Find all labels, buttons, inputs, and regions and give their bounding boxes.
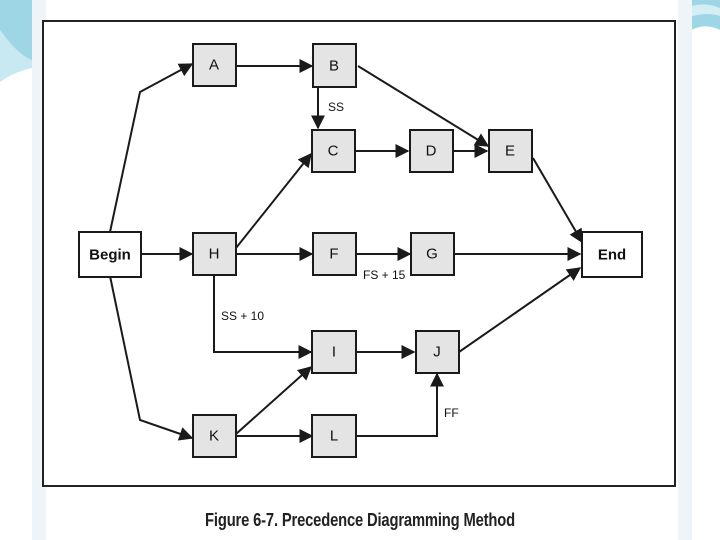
node-label-l: L <box>330 428 338 445</box>
node-f: F <box>312 232 357 276</box>
node-j: J <box>415 330 460 374</box>
node-label-i: I <box>332 344 336 361</box>
node-g: G <box>410 232 455 276</box>
node-label-f: F <box>329 246 338 263</box>
node-label-c: C <box>328 143 339 160</box>
node-l: L <box>311 414 357 458</box>
edge-label-fs-15: FS + 15 <box>363 268 406 282</box>
edge-k-i <box>235 366 313 435</box>
edge-begin-k <box>109 275 194 441</box>
node-e: E <box>488 129 533 173</box>
node-label-d: D <box>426 143 437 160</box>
node-h: H <box>192 232 237 276</box>
edge-b-e <box>357 65 490 147</box>
edge-begin-a <box>109 63 194 233</box>
edge-l-j <box>356 372 444 437</box>
node-a: A <box>192 43 237 87</box>
edge-j-end <box>458 267 582 353</box>
node-label-a: A <box>209 57 219 74</box>
node-b: B <box>312 43 357 88</box>
node-label-b: B <box>329 58 339 75</box>
node-k: K <box>192 414 237 458</box>
figure-caption: Figure 6-7. Precedence Diagramming Metho… <box>205 510 515 530</box>
node-label-g: G <box>426 246 438 263</box>
node-label-h: H <box>209 246 220 263</box>
decorative-swoosh-left <box>0 0 32 82</box>
node-end: End <box>581 231 643 278</box>
node-d: D <box>409 129 454 173</box>
node-begin: Begin <box>78 231 142 278</box>
edge-h-i <box>213 275 313 359</box>
node-c: C <box>311 129 356 173</box>
edge-label-ss: SS <box>328 100 344 114</box>
edge-h-c <box>235 152 312 249</box>
edge-label-ss-10: SS + 10 <box>221 309 264 323</box>
edge-label-ff: FF <box>444 406 459 420</box>
edge-e-end <box>532 157 583 244</box>
node-label-k: K <box>209 428 219 445</box>
node-label-end: End <box>598 247 626 264</box>
slide-side-band-right <box>678 0 692 540</box>
node-label-j: J <box>433 344 441 361</box>
node-i: I <box>311 330 357 374</box>
node-label-e: E <box>505 143 515 160</box>
node-label-begin: Begin <box>89 247 131 264</box>
